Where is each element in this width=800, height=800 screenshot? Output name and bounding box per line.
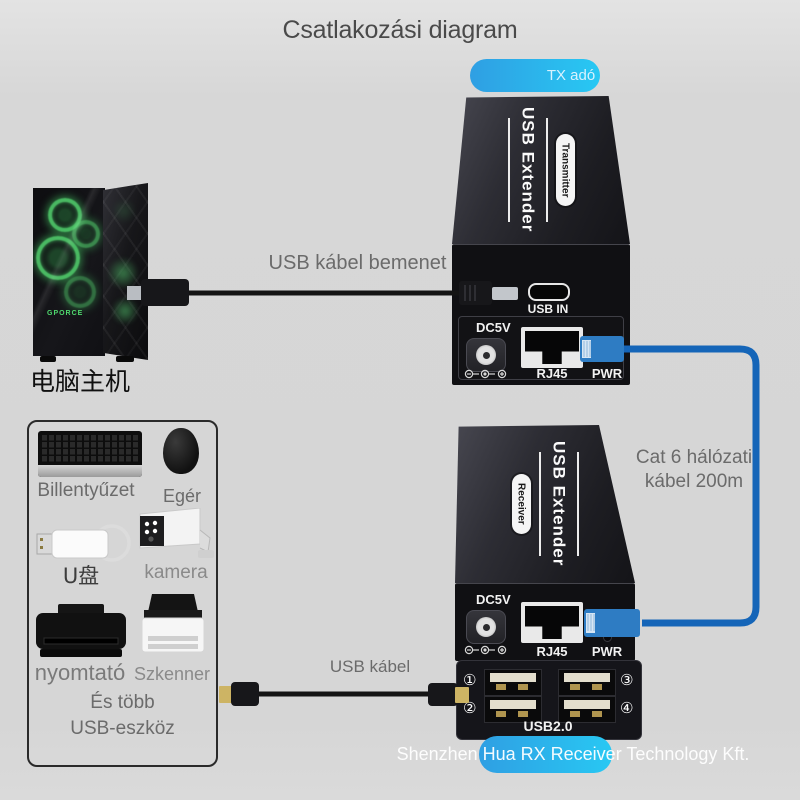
dc-polarity-icon [464,369,507,379]
port-number-2: ② [463,699,477,717]
rgb-fan-icon [72,220,100,248]
port-number-3: ③ [620,671,634,689]
port-number-1: ① [463,671,477,689]
keyboard-label: Billentyűzet [37,480,135,501]
mouse-label: Egér [162,486,202,506]
usb-port-3 [558,669,616,696]
usb-in-label: USB IN [527,302,569,316]
camera-icon [139,508,214,558]
computer-front-panel [103,183,148,360]
tx-badge: TX adó [470,59,600,92]
rgb-glow [108,256,138,290]
dc-polarity-icon [464,645,507,655]
rgb-glow [112,296,138,326]
rx-power-led [603,633,612,642]
rgb-fan-icon [36,236,80,280]
tx-rj45-label: RJ45 [536,366,568,381]
usb-plug-body [428,683,458,706]
transmitter-role-pill: Transmitter [555,133,575,207]
decor-line [538,452,541,556]
computer-side-glass: GPORCE [33,188,105,356]
tx-badge-label: TX adó [546,67,596,84]
rx-pwr-label: PWR [591,644,623,659]
printer-icon [36,604,126,657]
usb20-label: USB2.0 [523,718,573,734]
rgb-fan-icon [64,276,96,308]
port-number-4: ④ [620,699,634,717]
tx-dc-jack [466,338,506,372]
tx-pwr-label: PWR [591,366,623,381]
footer-badge [479,736,612,773]
usb-in-port [528,283,570,301]
receiver-role-pill: Receiver [511,474,531,534]
camera-label: kamera [144,562,208,583]
tx-power-led [603,352,612,361]
usb-plug-body [141,279,189,306]
rx-rj45-port [521,602,583,643]
tower-foot [116,356,134,362]
rx-dc-jack [466,610,506,644]
gpu-label: GPORCE [47,310,84,317]
rx-dc5v-label: DC5V [476,592,511,607]
rgb-fan-icon [48,198,82,232]
transmitter-device: USB Extender Transmitter [452,96,630,244]
usb-port-2 [484,696,542,723]
usb-plug-metal [219,686,233,703]
usb-drive-icon [36,524,131,562]
decor-line [576,452,579,556]
tx-rj45-port [521,327,583,368]
usb-input-cable-label: USB kábel bemenet [268,252,447,274]
usb-plug-body [231,682,259,706]
cat6-cable-label: Cat 6 hálózati kábel 200m [635,447,753,492]
usb-drive-label: U盘 [62,564,100,588]
printer-label: nyomtató [34,660,126,685]
tx-dc5v-label: DC5V [476,320,511,335]
transmitter-brand: USB Extender [518,107,538,233]
tower-foot [40,356,56,362]
mouse-icon [163,428,199,474]
rgb-glow [112,198,136,224]
footer-text: Shenzhen Hua RX Receiver Technology Kft. [396,744,750,764]
more-devices-line2: USB-eszköz [70,718,175,739]
usb-port-4 [558,696,616,723]
usb-cable-label: USB kábel [329,657,411,676]
receiver-device: Receiver USB Extender [455,425,635,583]
receiver-brand: USB Extender [549,441,569,567]
scanner-icon [141,594,205,653]
decor-line [545,118,548,222]
scanner-label: Szkenner [133,664,211,684]
rx-rj45-label: RJ45 [536,644,568,659]
more-devices-line1: És több [90,692,155,713]
keyboard-icon [38,431,142,477]
page-title: Csatlakozási diagram [282,16,518,44]
peripherals-panel [27,420,218,767]
computer-label: 电脑主机 [30,367,131,396]
usb-port-1 [484,669,542,696]
decor-line [507,118,510,222]
